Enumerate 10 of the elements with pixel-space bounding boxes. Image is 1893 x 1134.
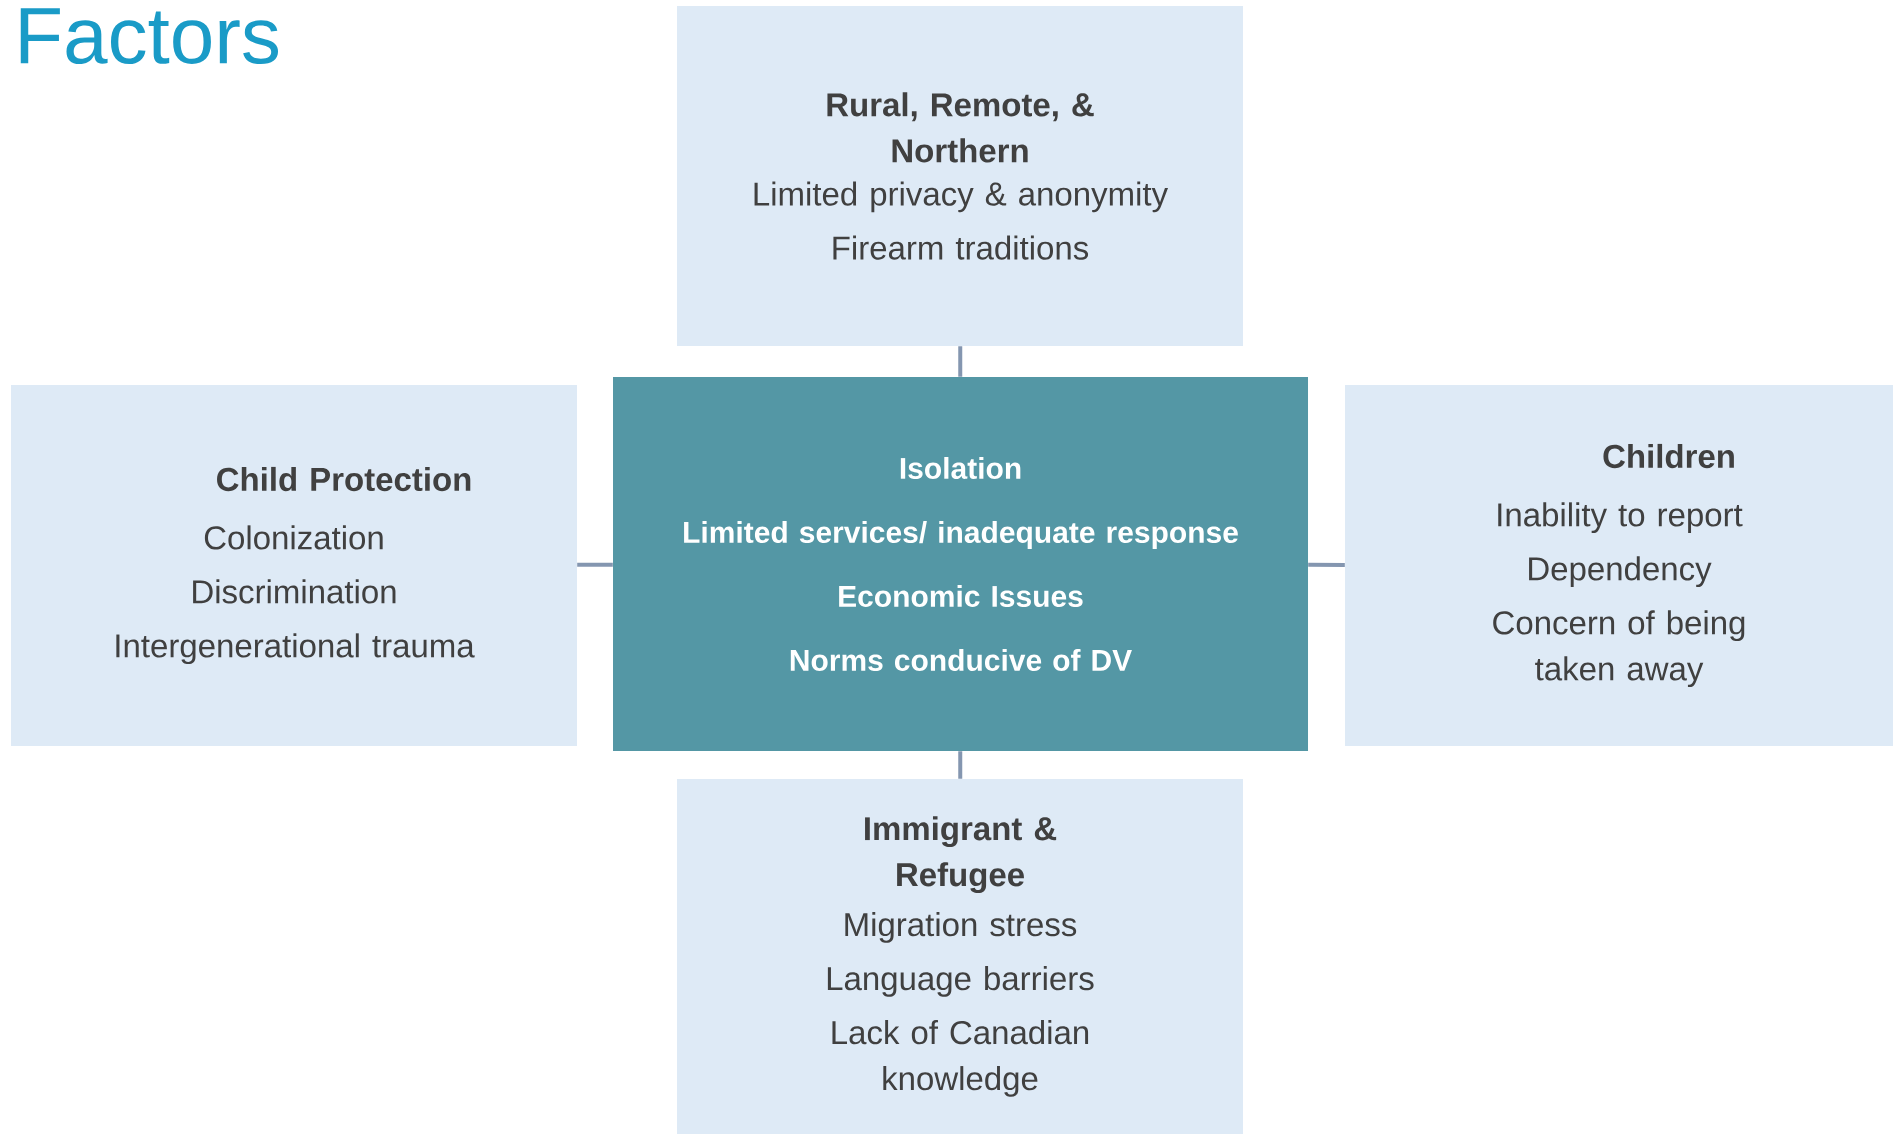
connector xyxy=(958,751,963,779)
category-box: Immigrant & Refugee Migration stress Language barriers Lack of Canadian knowledge xyxy=(677,779,1243,1134)
central-box: Isolation Limited services/ inadequate response Economic Issues Norms conducive of DV xyxy=(613,377,1308,751)
category-box: Child Protection Colonization Discrimination Intergenerational trauma xyxy=(11,385,577,746)
connector xyxy=(958,346,963,377)
category-box: Children Inability to report Dependency Concern of being taken away xyxy=(1345,385,1893,746)
title: Factors xyxy=(20,8,279,64)
connector xyxy=(577,562,613,567)
connector xyxy=(1308,562,1345,567)
category-box: Rural, Remote, & Northern Limited privacy & anonymity Firearm traditions xyxy=(677,6,1243,346)
